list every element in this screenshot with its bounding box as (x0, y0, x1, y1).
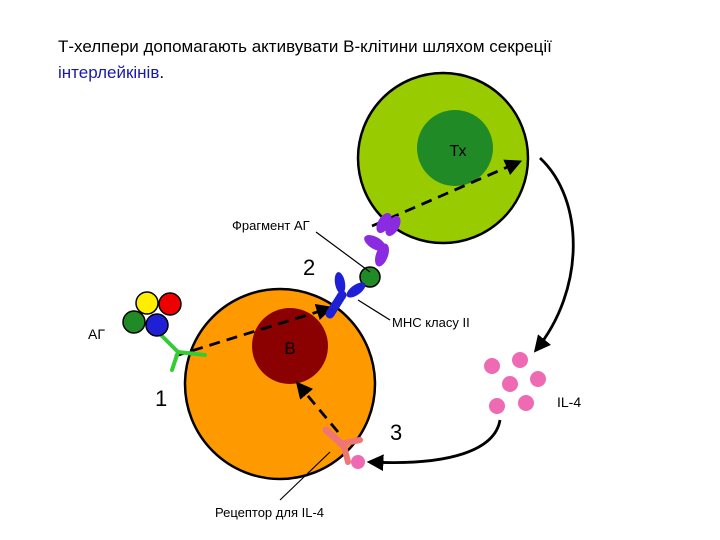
heading-accent: інтерлейкінів (58, 63, 160, 82)
b-label: В (284, 339, 295, 358)
signal-arrow-bcr (174, 303, 334, 358)
il4-receptor-icon (322, 426, 363, 465)
il4-label: IL-4 (557, 394, 581, 410)
antigen-fragment (359, 266, 381, 288)
receptor-label: Рецептор для IL-4 (215, 505, 324, 520)
heading-end: . (159, 63, 165, 82)
bound-il4-molecule (351, 455, 365, 469)
il4-binding-arrow (366, 419, 502, 472)
step-1-label: 1 (155, 386, 167, 411)
leader-mhc (357, 299, 391, 321)
leader-fragment (315, 231, 371, 273)
step-3-label: 3 (390, 420, 402, 445)
signal-arrow-receptor (295, 381, 340, 433)
mhc-label: МНС класу II (392, 315, 470, 330)
mhc-class-ii-icon (325, 272, 366, 319)
leader-receptor (279, 451, 331, 501)
signal-arrow-tcr (371, 159, 523, 228)
th-nucleus (417, 110, 493, 186)
secretion-arrow (533, 156, 575, 353)
t-cell-receptor-icon (364, 213, 401, 267)
antigen-cluster (122, 291, 182, 337)
il4-molecules (484, 352, 546, 414)
b-cell-receptor-icon (158, 332, 207, 372)
th-label: Тх (449, 143, 466, 160)
step-2-label: 2 (303, 255, 315, 280)
antigen-label: АГ (88, 326, 105, 342)
fragment-label: Фрагмент АГ (232, 218, 310, 233)
heading-text: Т-хелпери допомагають активувати В-кліти… (58, 37, 552, 56)
diagram-heading: Т-хелпери допомагають активувати В-кліти… (58, 34, 678, 86)
